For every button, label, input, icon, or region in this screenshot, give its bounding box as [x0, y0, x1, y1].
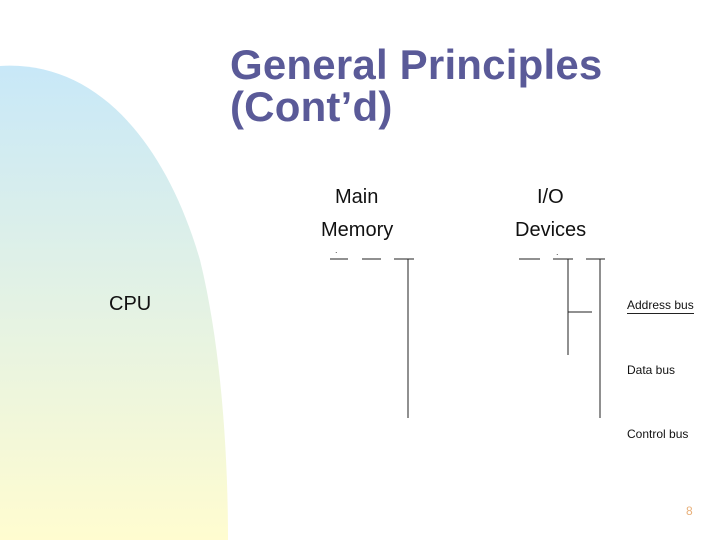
io-label-line2: Devices	[515, 219, 587, 241]
slide-title: General Principles (Cont’d)	[230, 44, 602, 128]
title-line-2: (Cont’d)	[230, 83, 393, 130]
address-bus-label: Address bus	[627, 298, 694, 314]
cpu-label: CPU	[109, 293, 152, 315]
page-number: 8	[686, 504, 693, 518]
main-memory-label-line1: Main	[335, 186, 379, 208]
io-label-line1: I/O	[537, 186, 564, 208]
main-memory-label-line2: Memory	[321, 219, 394, 241]
io-tick-mark: .	[556, 247, 559, 257]
title-line-1: General Principles	[230, 41, 603, 88]
control-bus-label: Control bus	[627, 427, 689, 441]
memory-tick-mark: .	[335, 245, 338, 255]
data-bus-label: Data bus	[627, 363, 676, 377]
